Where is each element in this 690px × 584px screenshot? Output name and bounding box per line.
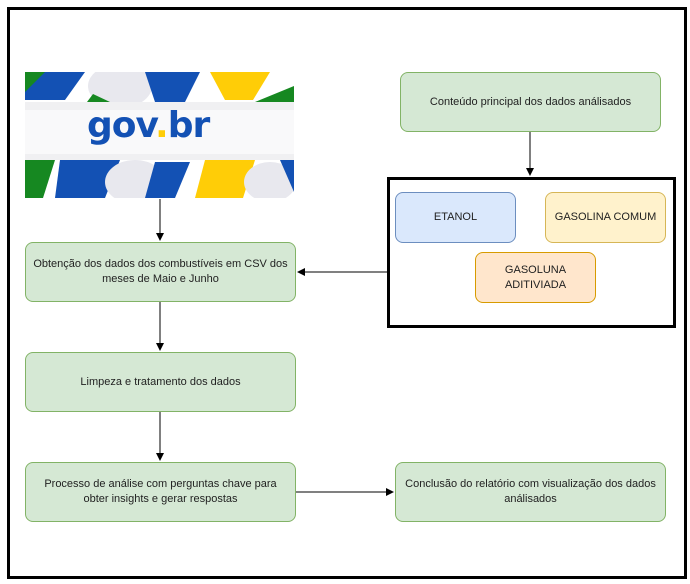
govbr-logo: gov.br <box>25 72 294 198</box>
conclusao-label: Conclusão do relatório com visualização … <box>405 478 656 505</box>
obtencao-node: Obtenção dos dados dos combustíveis em C… <box>25 242 296 302</box>
limpeza-node: Limpeza e tratamento dos dados <box>25 352 296 412</box>
logo-br: br <box>167 105 211 146</box>
govbr-logo-text: gov.br <box>87 105 211 146</box>
processo-label: Processo de análise com perguntas chave … <box>44 478 277 505</box>
main-content-node: Conteúdo principal dos dados análisados <box>400 72 661 132</box>
gasolina-comum-label: GASOLINA COMUM <box>554 211 657 224</box>
diagram-frame <box>7 7 687 579</box>
gasolina-comum-node: GASOLINA COMUM <box>545 192 666 243</box>
processo-node: Processo de análise com perguntas chave … <box>25 462 296 522</box>
conclusao-node: Conclusão do relatório com visualização … <box>395 462 666 522</box>
gasolina-aditivada-label: GASOLUNA ADITIVIADA <box>504 263 567 291</box>
obtencao-label: Obtenção dos dados dos combustíveis em C… <box>33 258 288 285</box>
logo-gov: gov <box>87 105 156 146</box>
etanol-label: ETANOL <box>433 211 478 224</box>
main-content-label: Conteúdo principal dos dados análisados <box>429 95 632 108</box>
limpeza-label: Limpeza e tratamento dos dados <box>80 375 241 388</box>
gasolina-aditivada-node: GASOLUNA ADITIVIADA <box>475 252 596 303</box>
etanol-node: ETANOL <box>395 192 516 243</box>
logo-dot: . <box>155 105 169 146</box>
